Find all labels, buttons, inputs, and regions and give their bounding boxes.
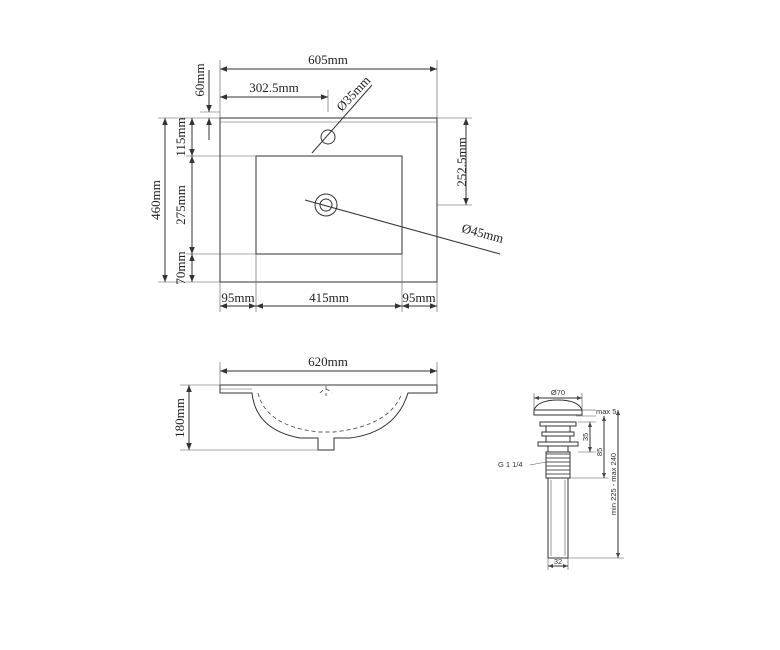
waste-cap	[533, 399, 583, 411]
dim-95-left: 95mm	[221, 290, 254, 305]
bowl-outline	[255, 155, 403, 255]
dim-drain-hole: Ø45mm	[460, 220, 505, 246]
dim-415: 415mm	[309, 290, 349, 305]
dim-flange-height: 35	[581, 433, 590, 441]
dim-tap-hole: Ø35mm	[333, 73, 373, 114]
dim-180: 180mm	[172, 398, 187, 438]
dim-460: 460mm	[148, 180, 163, 220]
tap-hole	[320, 129, 336, 145]
top-view: 605mm 302.5mm Ø35mm 460mm 115mm 275mm 70…	[148, 52, 505, 312]
waste-pipe	[547, 477, 569, 559]
dim-302: 302.5mm	[249, 80, 298, 95]
waste-view: Ø70 max 5 35 85 min 225 - max 240 G 1 1/…	[498, 388, 624, 570]
dim-60: 60mm	[192, 63, 207, 96]
dim-620: 620mm	[308, 354, 348, 369]
section-view: 620mm 180mm	[172, 354, 438, 451]
dim-70: 70mm	[173, 251, 188, 284]
dim-605: 605mm	[308, 52, 348, 67]
dim-thread: G 1 1/4	[498, 460, 523, 469]
dim-pipe-diameter: 32	[554, 557, 562, 566]
dim-115: 115mm	[173, 117, 188, 156]
dim-body-height: 85	[595, 448, 604, 456]
dim-95-right: 95mm	[402, 290, 435, 305]
dim-275: 275mm	[173, 185, 188, 225]
waste-thread	[545, 451, 571, 479]
section-bowl-hidden	[257, 392, 403, 433]
dim-cap-diameter: Ø70	[551, 388, 565, 397]
dim-cap-gap: max 5	[596, 407, 616, 416]
section-slab	[219, 384, 438, 451]
dim-252: 252.5mm	[454, 137, 469, 186]
dim-total-length: min 225 - max 240	[609, 453, 618, 515]
drain-hole	[314, 193, 338, 217]
